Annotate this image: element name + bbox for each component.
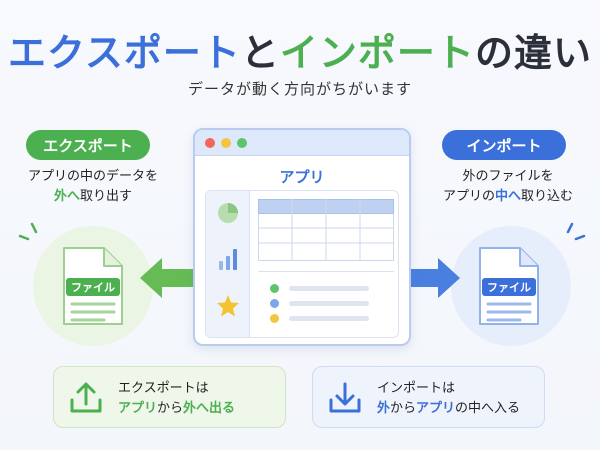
app-label: アプリ: [279, 168, 325, 186]
import-desc-line2: アプリの中へ取り込む: [428, 187, 588, 207]
export-summary-text: エクスポートは アプリから外へ出る: [118, 379, 235, 419]
export-desc-line1: アプリの中のデータを: [27, 169, 158, 184]
window-minimize-dot: [221, 137, 231, 148]
import-desc-post: 取り込む: [521, 189, 574, 204]
import-desc-highlight: 中へ: [494, 189, 521, 204]
import-pill: インポート: [442, 130, 566, 160]
export-summary-mid: から: [157, 401, 184, 416]
import-arrow-icon: [406, 258, 460, 298]
page-subtitle: データが動く方向がちがいます: [187, 80, 412, 98]
import-file-label: ファイル: [482, 278, 536, 296]
import-summary-box: インポートは 外からアプリの中へ入る: [312, 366, 545, 428]
export-desc-line2: 外へ取り出す: [18, 187, 168, 207]
import-summary-hl2: アプリ: [416, 401, 456, 416]
title-export: エクスポート: [8, 31, 241, 75]
export-pill: エクスポート: [26, 130, 150, 160]
export-summary-hl2: 外へ出る: [183, 401, 236, 416]
list-placeholder-line: [289, 316, 369, 321]
export-desc-highlight: 外へ: [53, 189, 80, 204]
title-and: と: [240, 31, 280, 75]
import-summary-hl1: 外: [377, 401, 391, 416]
list-bullet-blue: [270, 299, 279, 308]
export-description: アプリの中のデータを 外へ取り出す: [18, 167, 168, 207]
import-sparkle-icon: [566, 222, 586, 241]
export-summary-box: エクスポートは アプリから外へ出る: [53, 366, 286, 428]
export-summary-hl1: アプリ: [118, 401, 158, 416]
import-summary-line2: 外からアプリの中へ入る: [377, 399, 520, 419]
upload-icon: [70, 382, 102, 413]
list-item: [270, 299, 369, 308]
list-placeholder-line: [289, 301, 369, 306]
list-placeholder-line: [289, 286, 369, 291]
download-icon: [329, 382, 361, 413]
import-summary-line1: インポートは: [377, 381, 456, 396]
export-file-label: ファイル: [66, 278, 120, 296]
import-summary-mid2: の中へ入る: [455, 401, 521, 416]
import-file-icon: ファイル: [476, 244, 542, 328]
page-title: エクスポートとインポートの違い: [0, 22, 600, 77]
import-summary-mid1: から: [390, 401, 417, 416]
export-sparkle-icon: [18, 222, 38, 241]
list-bullet-yellow: [270, 314, 279, 323]
list-item: [270, 314, 369, 323]
title-import: インポート: [279, 31, 475, 75]
import-desc-pre: アプリの: [442, 189, 495, 204]
title-difference: の違い: [474, 31, 592, 75]
export-arrow-icon: [140, 258, 194, 298]
list-bullet-green: [270, 284, 279, 293]
pie-chart-icon: [218, 203, 238, 223]
window-close-dot: [205, 137, 215, 148]
import-desc-line1: 外のファイルを: [462, 169, 554, 184]
list-item: [270, 284, 369, 293]
bar-chart-icon: [219, 249, 237, 270]
export-file-icon: ファイル: [60, 244, 126, 328]
app-sidebar: [206, 191, 250, 337]
import-description: 外のファイルを アプリの中へ取り込む: [428, 167, 588, 207]
app-list: [258, 271, 394, 331]
data-table-icon: [258, 199, 394, 261]
import-summary-text: インポートは 外からアプリの中へ入る: [377, 379, 520, 419]
app-content-panel: [205, 190, 399, 338]
app-titlebar: [195, 130, 409, 156]
app-window: アプリ: [193, 128, 411, 346]
export-summary-line2: アプリから外へ出る: [118, 399, 235, 419]
export-desc-rest: 取り出す: [80, 189, 133, 204]
window-maximize-dot: [237, 137, 247, 148]
export-summary-line1: エクスポートは: [118, 381, 209, 396]
star-icon: [217, 295, 239, 317]
